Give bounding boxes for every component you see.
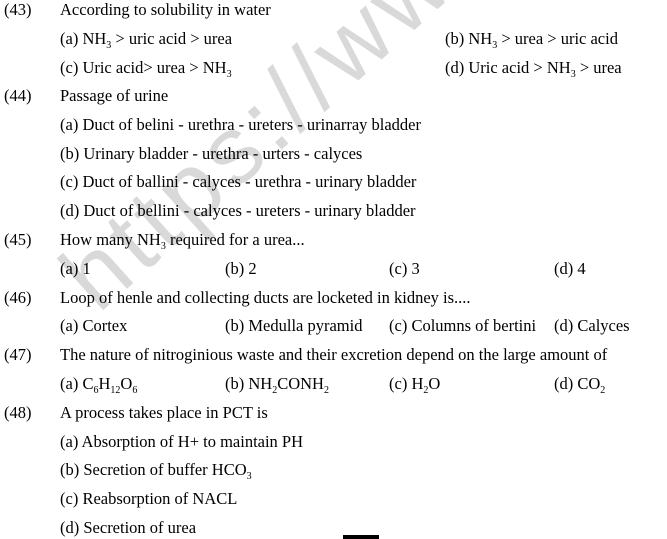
option-d: (d) Uric acid > NH3 > urea — [445, 58, 622, 80]
question-number: (44) — [4, 86, 32, 105]
option-c: (c) Reabsorption of NACL — [60, 489, 238, 508]
option-c: (c) 3 — [389, 259, 420, 278]
question-text: The nature of nitroginious waste and the… — [60, 345, 608, 364]
option-a: (a) 1 — [60, 259, 91, 278]
question-number: (46) — [4, 288, 32, 307]
question-number: (47) — [4, 345, 32, 364]
option-c: (c) Duct of ballini - calyces - urethra … — [60, 172, 417, 191]
question-number: (48) — [4, 403, 32, 422]
page-divider — [343, 535, 379, 539]
question-text: A process takes place in PCT is — [60, 403, 268, 422]
option-a: (a) Absorption of H+ to maintain PH — [60, 432, 304, 451]
option-b: (b) NH2CONH2 — [225, 374, 329, 396]
option-a: (a) Cortex — [60, 316, 128, 335]
option-d: (d) Secretion of urea — [60, 518, 197, 537]
option-a: (a) C6H12O6 — [60, 374, 138, 396]
question-text: According to solubility in water — [60, 0, 271, 19]
option-b: (b) Medulla pyramid — [225, 316, 363, 335]
option-b: (b) 2 — [225, 259, 257, 278]
option-a: (a) Duct of belini - urethra - ureters -… — [60, 115, 421, 134]
option-c: (c) H2O — [389, 374, 441, 396]
option-b: (b) NH3 > urea > uric acid — [445, 29, 618, 51]
option-d: (d) Calyces — [554, 316, 630, 335]
question-number: (43) — [4, 0, 32, 19]
option-d: (d) CO2 — [554, 374, 606, 396]
option-b: (b) Secretion of buffer HCO3 — [60, 460, 252, 482]
option-c: (c) Uric acid> urea > NH3 — [60, 58, 232, 80]
option-c: (c) Columns of bertini — [389, 316, 537, 335]
option-b: (b) Urinary bladder - urethra - urters -… — [60, 144, 363, 163]
option-d: (d) Duct of bellini - calyces - ureters … — [60, 201, 416, 220]
question-text: Passage of urine — [60, 86, 169, 105]
option-a: (a) NH3 > uric acid > urea — [60, 29, 233, 51]
option-d: (d) 4 — [554, 259, 586, 278]
question-text: Loop of henle and collecting ducts are l… — [60, 288, 471, 307]
question-number: (45) — [4, 230, 32, 249]
question-text: How many NH3 required for a urea... — [60, 230, 305, 252]
